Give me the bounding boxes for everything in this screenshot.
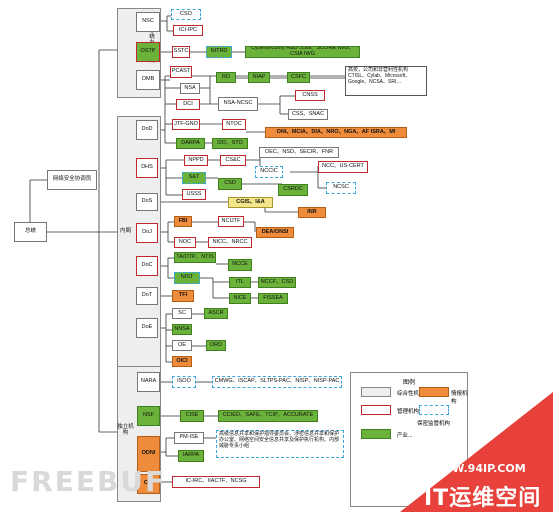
node-cnss: CNSS [295, 90, 325, 101]
node-dci: DCI [176, 99, 200, 110]
node-ncijtf: NCIJTF [218, 216, 244, 227]
node-cia-groups: IC-IRC、IIACTF、NCSG [172, 476, 260, 488]
node-cia: CIA [137, 474, 160, 494]
node-ncc-uscert: NCC、US-CERT [318, 161, 368, 173]
node-csd: CSD [218, 178, 242, 190]
legend-swatch-confidential [419, 405, 449, 415]
node-ord: ORD [206, 340, 226, 351]
node-ici-ipc: ICI-IPC [173, 25, 203, 36]
node-oici: OICI [172, 356, 192, 367]
legend-label-comprehensive: 综合性机构 [397, 391, 425, 397]
node-fbi: FBI [174, 216, 192, 227]
node-nsa: NSA [180, 83, 200, 94]
node-dhs: DHS [136, 158, 158, 178]
node-nist: NIST [174, 272, 200, 284]
independent-label: 独立机构 [117, 424, 134, 437]
root-president: 总统 [14, 222, 47, 242]
node-darpa: DARPA [176, 138, 205, 149]
node-tfi: TFI [172, 290, 194, 302]
node-usss: USSS [182, 189, 206, 200]
node-rd: RD [216, 72, 236, 83]
node-itl: ITL [229, 277, 251, 288]
node-csrdc: CSRDC [278, 184, 308, 196]
node-nsc: NSC [136, 12, 160, 32]
node-iarpa: IARPA [178, 450, 204, 462]
node-cise-groups: CCIED、SAFE、TCIP、ACCURATE [218, 410, 318, 422]
node-oec-group: OEC、NSD、SECIR、FNR [259, 147, 339, 158]
node-css-snac: CSS、SNAC [288, 109, 328, 120]
legend-label-intel: 情报机构 [451, 391, 468, 405]
site-url: WWW.94IP.COM [428, 462, 526, 475]
legend-swatch-management [361, 405, 391, 415]
node-pcast: PCAST [170, 66, 192, 78]
node-inr: INR [298, 207, 326, 218]
node-dot: DoT [136, 287, 158, 305]
freebuf-watermark: FREEBUF [10, 465, 167, 498]
node-omb: OMB [136, 70, 160, 90]
node-niap: NIAP [248, 72, 270, 83]
node-ta-otp: TA/OTP、NTIS [174, 252, 216, 263]
node-nice: NICE [229, 293, 251, 304]
legend-swatch-industry [361, 429, 391, 439]
cabinet-label: 内阁 [119, 228, 131, 234]
node-nppd: NPPD [184, 155, 208, 166]
node-nitrd: NITRD [206, 46, 232, 58]
node-fissea: FISSEA [258, 293, 288, 304]
node-cs-c: CS&C [220, 155, 246, 166]
node-nsa-ncsc: NSA-NCSC [218, 97, 258, 111]
node-sc: SC [172, 308, 192, 319]
csfc-note: 高校，公司和非营利性机构 CTISL、Cylab、Microsoft、Googl… [345, 66, 427, 96]
node-ostp: OSTP [136, 42, 160, 62]
node-cise: CISE [180, 410, 204, 422]
cyber-coordinator: 网络安全协调员 [47, 170, 97, 190]
node-s-t: S&T [182, 172, 206, 184]
node-noc: NOC [174, 237, 196, 248]
node-nccic: NCCIC [255, 166, 283, 178]
node-doc: DoC [136, 256, 158, 276]
node-dos: DoS [136, 193, 158, 211]
node-doj: DoJ [136, 223, 158, 243]
node-pm-ise: PM-ISE [174, 432, 204, 444]
node-ascr: ASCR [204, 308, 228, 319]
node-csfc: CSFC [287, 72, 310, 83]
node-dod-intel: ONI、MCIA、DIA、NRO、NGA、AF ISRA、MI [265, 127, 407, 138]
legend-label-confidential: 保密监管机构 [417, 421, 451, 427]
legend-label-management: 管理机构 [397, 409, 420, 415]
pm-ise-note: 高级信息共享和保护指导委员会、涉密信息共享和保护办公室、网络空间安全信息共享及保… [216, 430, 344, 458]
node-isoo-groups: CMWG、ISCAP、SLTPS-PAC、NISP、NISP-PAC [212, 376, 342, 388]
node-nitrd-groups: Cybersecurity R&D SSG、SCORE IWG、CSIA IWG [245, 46, 360, 58]
node-doe: DoE [136, 318, 158, 338]
node-jtf-gno: JTF-GNO [172, 119, 200, 130]
node-ncce: NCCE [228, 259, 252, 271]
legend-label-industry: 产业... [397, 433, 413, 439]
node-nccf-csd: NCCF、CSD [258, 277, 296, 288]
node-oe: OE [172, 340, 192, 351]
node-ntoc: NTOC [222, 119, 246, 130]
legend-swatch-comprehensive [361, 387, 391, 397]
node-cgis: CGIS、I&A [228, 197, 273, 208]
node-i2o-sto: I2O、STO [212, 138, 248, 149]
node-odni: ODNI [137, 436, 160, 472]
node-isoo: ISOO [172, 376, 196, 388]
node-nicc-nrcc: NICC、NRCC [208, 237, 252, 248]
node-nsf: NSF [137, 406, 160, 426]
legend-swatch-intel [419, 387, 449, 397]
node-ncsc: NCSC [326, 182, 356, 194]
node-cso: CSO [171, 9, 201, 20]
node-nnsa: NNSA [172, 324, 192, 335]
node-sstc: SSTC [172, 46, 190, 58]
node-nara: NARA [137, 372, 160, 392]
node-dod: DoD [136, 120, 158, 140]
brand-logo-text: IT运维空间 [424, 486, 542, 511]
node-dea-onsi: DEA/ONSI [256, 227, 294, 238]
legend-title: 图例 [402, 380, 415, 386]
